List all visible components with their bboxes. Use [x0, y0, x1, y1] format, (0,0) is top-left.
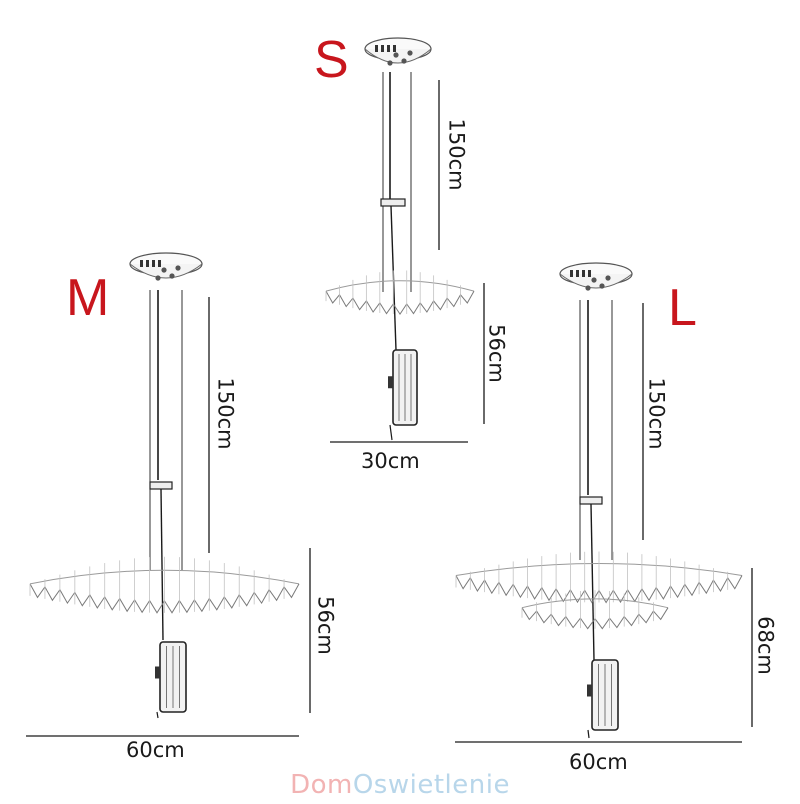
size-l-height-label: 68cm [753, 616, 778, 675]
canopy-vent [570, 270, 573, 277]
light-tube-clamp [155, 666, 160, 679]
canopy-vent [381, 45, 384, 52]
canopy-screw [599, 283, 605, 289]
size-l-width-label: 60cm [569, 750, 628, 774]
size-s-width-label: 30cm [361, 449, 420, 473]
size-s-label: S [314, 31, 349, 89]
size-l-drop-label: 150cm [644, 377, 669, 450]
canopy-screw [169, 273, 175, 279]
watermark-part-b: Oswietlenie [352, 770, 510, 800]
power-cable [590, 503, 595, 661]
canopy-screw [155, 275, 161, 281]
canopy-vent [393, 45, 396, 52]
size-l-label: L [668, 279, 697, 337]
pleated-shade-lower [521, 590, 669, 630]
canopy-vent [582, 270, 585, 277]
pleated-shade [29, 556, 300, 614]
cable-end [587, 729, 590, 739]
canopy-screw [393, 52, 399, 58]
cable-adjuster [579, 496, 603, 505]
size-s-drop-label: 150cm [444, 118, 469, 191]
pleated-shade-upper [455, 551, 743, 604]
canopy-screw [175, 265, 181, 271]
canopy-screw [585, 285, 591, 291]
cable-end [156, 711, 159, 719]
cable-adjuster [149, 481, 173, 490]
cable-end [389, 424, 393, 441]
size-s-height-label: 56cm [484, 324, 509, 383]
light-tube-clamp [587, 684, 592, 697]
canopy-vent [146, 260, 149, 267]
lamp-m-drawing [26, 252, 311, 737]
canopy-vent [152, 260, 155, 267]
size-m-height-label: 56cm [313, 596, 338, 655]
lamp-s-drawing [325, 37, 485, 443]
cable-adjuster [380, 198, 406, 207]
canopy-screw [387, 60, 393, 66]
canopy-vent [375, 45, 378, 52]
watermark-part-a: Dom [290, 770, 353, 800]
canopy-screw [407, 50, 413, 56]
watermark: DomOswietlenie [0, 770, 800, 800]
size-m-label: M [66, 269, 110, 327]
lamp-l-drawing [455, 262, 753, 743]
power-cable [160, 488, 164, 641]
canopy-screw [591, 277, 597, 283]
canopy-screw [161, 267, 167, 273]
canopy-vent [588, 270, 591, 277]
canopy-vent [140, 260, 143, 267]
shade-top-edge [325, 280, 475, 292]
light-tube-clamp [388, 376, 393, 389]
canopy-vent [158, 260, 161, 267]
canopy-vent [387, 45, 390, 52]
pleated-shade [325, 270, 475, 316]
size-m-drop-label: 150cm [213, 377, 238, 450]
canopy-screw [605, 275, 611, 281]
size-m-width-label: 60cm [126, 738, 185, 762]
canopy-screw [401, 58, 407, 64]
shade-pleated-edge [325, 290, 475, 316]
canopy-vent [576, 270, 579, 277]
